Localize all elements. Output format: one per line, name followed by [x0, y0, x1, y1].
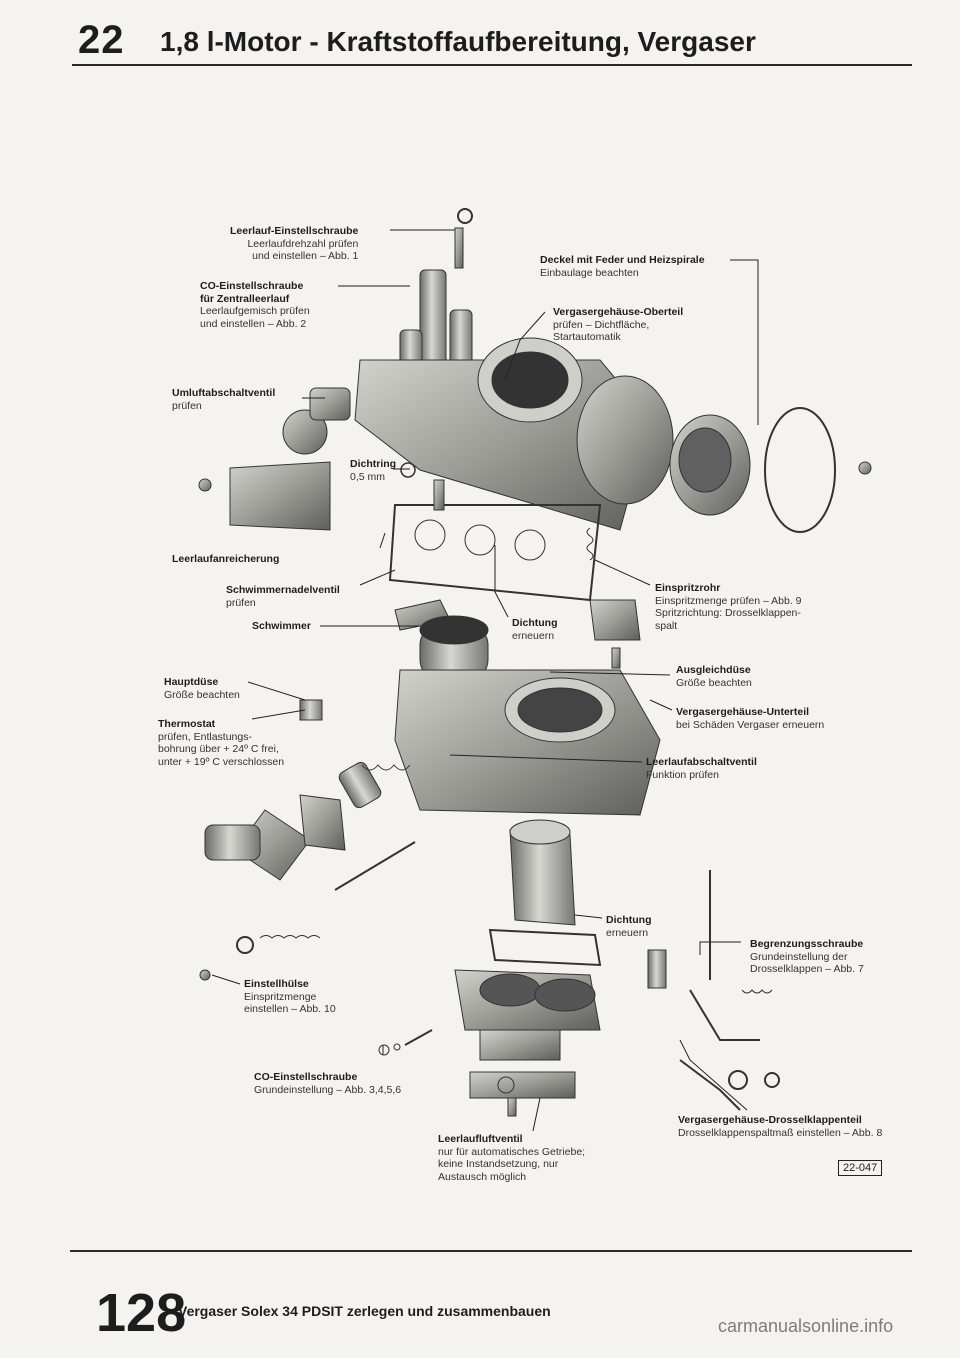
label-leerlaufanreicherung: Leerlaufanreicherung [172, 553, 280, 565]
page-title: 1,8 l-Motor - Kraftstoffaufbereitung, Ve… [160, 26, 756, 57]
label-unterteil: Vergasergehäuse-Unterteil bei Schäden Ve… [676, 706, 825, 731]
label-thermostat: Thermostat prüfen, Entlastungs- bohrung … [158, 718, 285, 768]
label-co-einstellschraube: CO-Einstellschraube Grundeinstellung – A… [254, 1071, 402, 1096]
chapter-number: 22 [78, 18, 125, 62]
watermark-text: carmanualsonline.info [718, 1316, 894, 1336]
label-leerlaufluftventil: Leerlaufluftventil nur für automatisches… [438, 1133, 586, 1183]
label-dichtring: Dichtring 0,5 mm [350, 458, 397, 483]
label-leerlauf-einstellschraube: Leerlauf-Einstellschraube Leerlaufdrehza… [230, 225, 359, 262]
footer-rule [70, 1250, 912, 1252]
label-einstellhuelse: Einstellhülse Einspritzmenge einstellen … [244, 978, 336, 1015]
label-deckel-heizspirale: Deckel mit Feder und Heizspirale Einbaul… [540, 254, 705, 279]
label-drosselklappenteil: Vergasergehäuse-Drosselklappenteil Dross… [678, 1114, 883, 1139]
header-rule [72, 64, 912, 66]
figure-code: 22-047 [838, 1160, 883, 1176]
label-schwimmernadelventil: Schwimmernadelventil prüfen [226, 584, 340, 609]
label-dichtung-unten: Dichtung erneuern [606, 914, 652, 939]
label-leerlaufabschaltventil: Leerlaufabschaltventil Funktion prüfen [646, 756, 757, 781]
label-schwimmer: Schwimmer [252, 620, 311, 632]
label-umluftabschaltventil: Umluftabschaltventil prüfen [172, 387, 276, 412]
label-hauptduese: Hauptdüse Größe beachten [164, 676, 240, 701]
throttle-body-part [378, 819, 780, 1117]
label-co-einstellschraube-zentral: CO-Einstellschraube für Zentralleerlauf … [200, 280, 310, 330]
upper-housing-part [198, 208, 872, 669]
label-einspritzrohr: Einspritzrohr Einspritzmenge prüfen – Ab… [655, 582, 802, 632]
page-number: 128 [96, 1283, 187, 1343]
label-begrenzungsschraube: Begrenzungsschraube Grundeinstellung der… [750, 938, 864, 975]
footer-title: Vergaser Solex 34 PDSIT zerlegen und zus… [178, 1303, 551, 1319]
label-ausgleichduese: Ausgleichdüse Größe beachten [676, 664, 752, 689]
float-chamber-part [199, 599, 661, 981]
label-oberteil: Vergasergehäuse-Oberteil prüfen – Dichtf… [553, 306, 684, 343]
leader-lines [211, 229, 759, 1132]
label-dichtung-oben: Dichtung erneuern [512, 617, 558, 642]
